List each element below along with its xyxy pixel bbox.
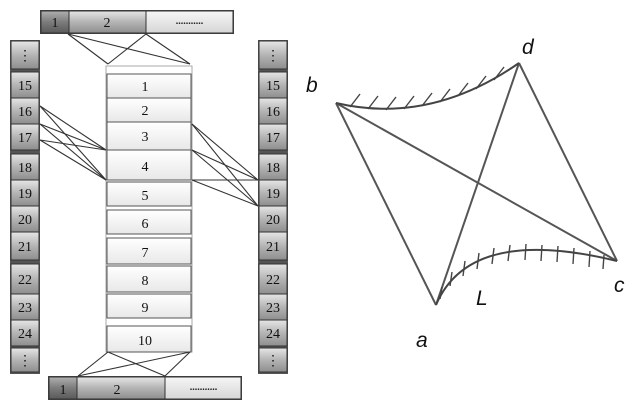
left-column-bottom-cap-glyph: ⋮ — [18, 354, 32, 369]
center-stack: 1 2 3 4 5 6 7 8 9 10 — [105, 65, 193, 353]
right-cell-19 — [258, 179, 288, 207]
right-cell-23 — [258, 293, 288, 321]
right-cell-24-label: 24 — [266, 327, 280, 342]
left-cell-18-label: 18 — [18, 161, 32, 176]
right-column: ⋮ 15 16 17 18 19 20 21 22 23 24 ⋮ — [258, 40, 288, 374]
right-cell-17 — [258, 123, 288, 151]
left-column-top-cap — [10, 40, 40, 70]
center-cell-4-label: 4 — [142, 160, 149, 175]
left-cell-24-label: 24 — [18, 327, 32, 342]
vertex-label-d: d — [522, 36, 535, 59]
left-cell-20 — [10, 205, 40, 233]
lower-boundary — [435, 243, 618, 306]
right-cell-18-label: 18 — [266, 161, 280, 176]
left-cell-15-label: 15 — [18, 79, 32, 94]
bottom-bar-cell-3 — [164, 376, 242, 400]
top-bar-label-2: 2 — [104, 16, 111, 31]
center-cell-6 — [106, 209, 192, 235]
center-cell-9-label: 9 — [142, 301, 149, 316]
right-cell-16-label: 16 — [266, 105, 280, 120]
connector-lines — [39, 33, 259, 377]
bottom-bar-label-1: 1 — [60, 383, 67, 398]
center-cell-4 — [106, 149, 192, 181]
left-cell-21-label: 21 — [18, 240, 32, 255]
center-cell-9 — [106, 293, 192, 319]
left-cell-19-label: 19 — [18, 187, 32, 202]
bottom-bar: 1 2 ........... — [48, 376, 242, 400]
edge-b-c — [335, 102, 618, 262]
left-cell-17-label: 17 — [18, 131, 32, 146]
center-cell-2 — [106, 97, 192, 123]
left-cell-24 — [10, 319, 40, 347]
center-cell-5-label: 5 — [142, 189, 149, 204]
right-column-top-cap-glyph: ⋮ — [266, 49, 280, 64]
right-cell-20-label: 20 — [266, 213, 280, 228]
right-column-bottom-cap-glyph: ⋮ — [266, 354, 280, 369]
top-bar-label-3: ........... — [175, 13, 203, 28]
top-bar-cell-3 — [145, 10, 234, 34]
vertex-label-a: a — [416, 329, 428, 352]
center-cell-6-label: 6 — [142, 217, 149, 232]
left-cell-18 — [10, 153, 40, 181]
center-cell-1-label: 1 — [142, 80, 149, 95]
right-cell-22-label: 22 — [266, 273, 280, 288]
left-cell-17 — [10, 123, 40, 151]
center-cell-8-label: 8 — [142, 274, 149, 289]
right-cell-23-label: 23 — [266, 301, 280, 316]
right-cell-21 — [258, 231, 288, 261]
left-cell-19 — [10, 179, 40, 207]
center-cell-5 — [106, 181, 192, 207]
right-cell-22 — [258, 263, 288, 295]
vertex-label-b: b — [306, 74, 318, 97]
vertex-label-c: c — [614, 274, 625, 297]
right-column-top-cap — [258, 40, 288, 70]
left-column-top-cap-glyph: ⋮ — [18, 49, 32, 64]
bottom-bar-label-2: 2 — [114, 383, 121, 398]
top-bar-label-1: 1 — [52, 16, 59, 31]
right-cell-15-label: 15 — [266, 79, 280, 94]
left-cell-21 — [10, 231, 40, 261]
left-cell-23-label: 23 — [18, 301, 32, 316]
curve-label-L: L — [476, 287, 488, 310]
right-cell-21-label: 21 — [266, 240, 280, 255]
left-cell-23 — [10, 293, 40, 321]
right-cell-17-label: 17 — [266, 131, 280, 146]
left-cell-22-label: 22 — [18, 273, 32, 288]
edge-b-a — [335, 102, 437, 306]
left-cell-16-label: 16 — [18, 105, 32, 120]
center-cell-10 — [106, 325, 192, 353]
center-cell-3-label: 3 — [142, 130, 149, 145]
right-cell-20 — [258, 205, 288, 233]
center-cell-2-label: 2 — [142, 104, 149, 119]
left-cell-20-label: 20 — [18, 213, 32, 228]
left-column-bottom-cap — [10, 347, 40, 373]
center-cell-7-label: 7 — [142, 246, 149, 261]
top-bar: 1 2 ........... — [40, 10, 234, 34]
bottom-bar-cell-2 — [76, 376, 166, 400]
center-cell-1 — [106, 73, 192, 99]
left-column: ⋮ 15 16 17 18 19 20 21 22 23 24 ⋮ — [10, 40, 40, 374]
left-cell-22 — [10, 263, 40, 295]
center-cell-8 — [106, 265, 192, 293]
center-cell-10-label: 10 — [138, 334, 152, 349]
center-cell-3 — [106, 121, 192, 151]
quad-edges — [335, 62, 618, 306]
edge-d-a — [435, 62, 520, 306]
right-cell-19-label: 19 — [266, 187, 280, 202]
upper-boundary — [335, 62, 520, 111]
left-cell-16 — [10, 97, 40, 125]
right-column-bottom-cap — [258, 347, 288, 373]
left-cell-15 — [10, 71, 40, 99]
bottom-bar-label-3: ........... — [189, 379, 217, 394]
center-cell-7 — [106, 237, 192, 265]
quad-diagram: b d c a L — [306, 36, 625, 352]
right-cell-24 — [258, 319, 288, 347]
edge-d-c — [518, 62, 618, 262]
